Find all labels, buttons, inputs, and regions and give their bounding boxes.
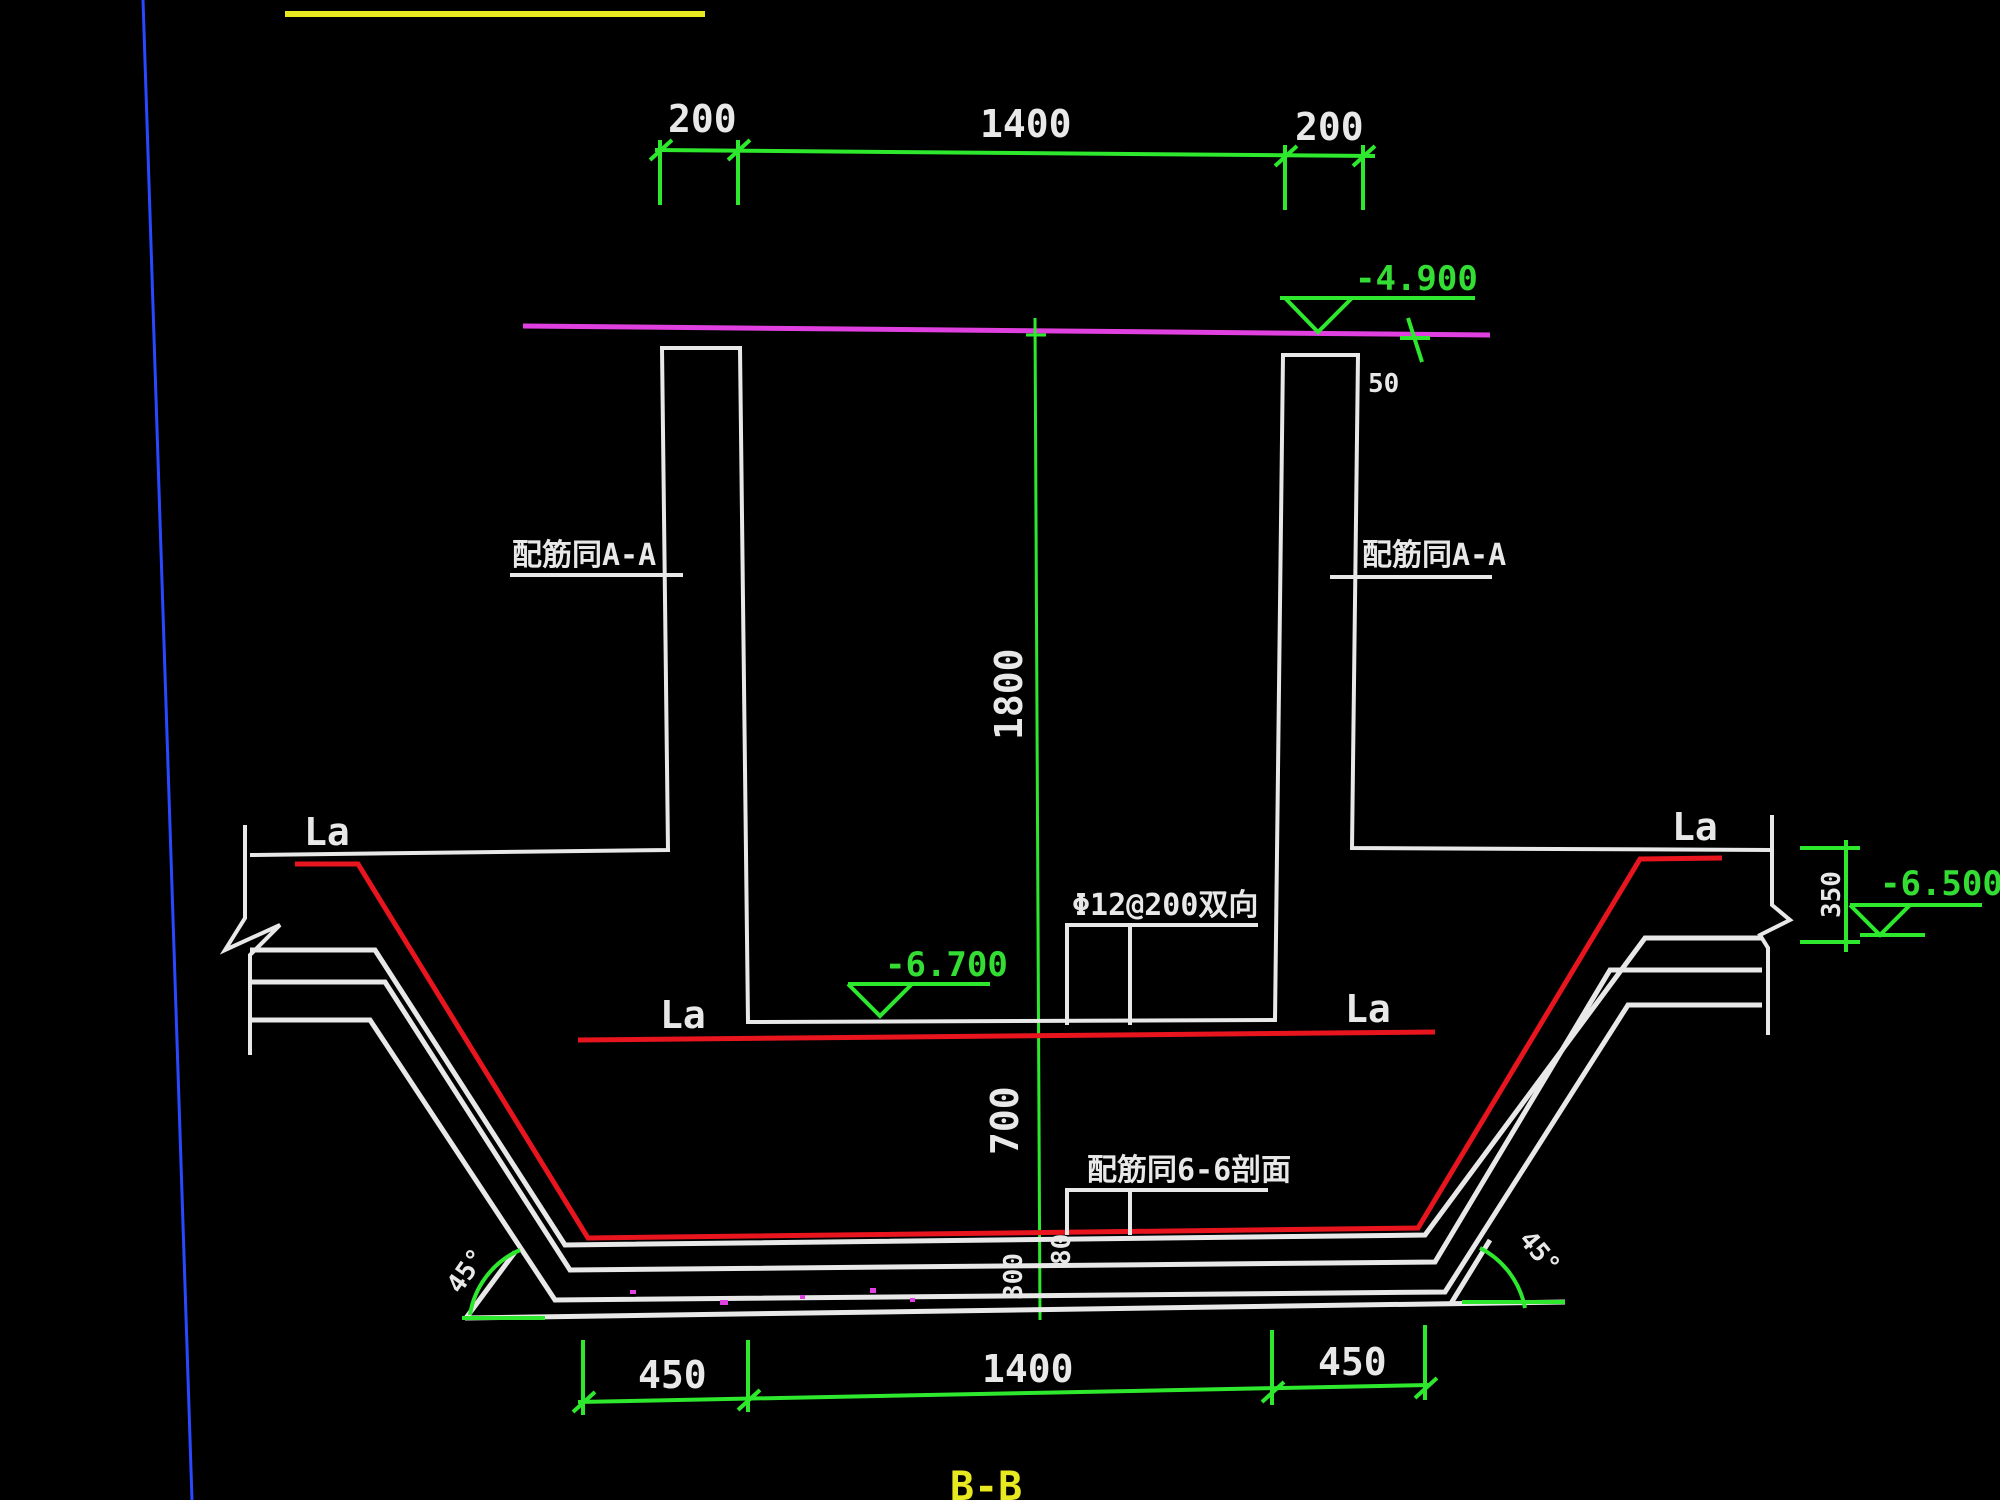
label-la-mid-left: La xyxy=(660,993,706,1037)
dim-pit-depth: 700 xyxy=(983,1086,1027,1155)
finish-line xyxy=(522,323,1491,338)
drawing-border-line xyxy=(141,0,194,1500)
label-wall-rebar-right: 配筋同A-A xyxy=(1362,538,1506,573)
elevation-top: -4.900 xyxy=(1355,259,1478,299)
dim-bottom-left: 450 xyxy=(638,1353,707,1397)
label-la-mid-right: La xyxy=(1345,987,1391,1031)
label-la-top-right: La xyxy=(1672,805,1718,849)
dim-bottom-center: 1400 xyxy=(982,1347,1074,1391)
left-wall-outline xyxy=(249,346,1773,1025)
dim-top-small: 50 xyxy=(1368,369,1399,399)
angle-arcs xyxy=(462,1246,1565,1320)
cushion-hatch xyxy=(630,1288,915,1305)
elevation-bottom: -6.700 xyxy=(885,945,1008,985)
pit-layers xyxy=(250,935,1762,1321)
bottom-rebar-leader xyxy=(1065,1188,1268,1235)
dim-top-left: 200 xyxy=(668,97,737,141)
label-la-top-left: La xyxy=(304,810,350,854)
dim-top-right: 200 xyxy=(1295,105,1364,149)
elevation-marker-top xyxy=(1280,296,1475,363)
dim-wall-height: 1800 xyxy=(987,648,1031,740)
elevation-marker-right xyxy=(1800,840,1982,952)
rebar-spec-leader xyxy=(1065,923,1258,1025)
dim-cushion: 300 xyxy=(999,1253,1029,1300)
elevation-right-step: -6.500 xyxy=(1880,864,2000,904)
rebar-mid-horizontal xyxy=(577,1029,1436,1043)
bottom-dimension-chain xyxy=(571,1325,1439,1415)
right-break-line xyxy=(1757,815,1794,1035)
label-bottom-rebar: 配筋同6-6剖面 xyxy=(1087,1153,1291,1188)
label-rebar-spec: Φ12@200双向 xyxy=(1072,888,1258,923)
rebar-pit-outline xyxy=(295,855,1723,1241)
dim-slab-thickness: 80 xyxy=(1047,1234,1077,1265)
section-title: B-B xyxy=(950,1464,1022,1500)
angle-right: 45° xyxy=(1513,1225,1566,1280)
label-wall-rebar-left: 配筋同A-A xyxy=(512,538,656,573)
dim-top-center: 1400 xyxy=(980,102,1072,146)
elevation-marker-bottom xyxy=(846,982,990,1019)
top-dimension-chain xyxy=(648,138,1377,210)
left-break-line xyxy=(219,825,282,1055)
dim-step: 350 xyxy=(1817,871,1847,918)
center-axis xyxy=(1033,317,1042,1321)
dim-bottom-right: 450 xyxy=(1318,1340,1387,1384)
